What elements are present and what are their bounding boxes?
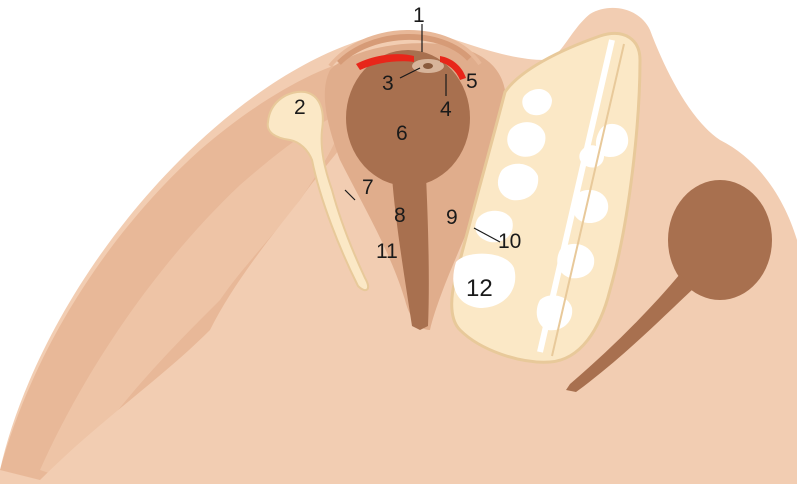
label-3: 3 [382, 72, 394, 95]
label-1: 1 [413, 4, 425, 27]
label-9: 9 [446, 206, 458, 229]
label-2: 2 [294, 96, 306, 119]
pupil [423, 63, 433, 69]
label-5: 5 [466, 70, 478, 93]
label-7: 7 [362, 176, 374, 199]
label-11: 11 [376, 240, 398, 263]
label-10: 10 [498, 230, 521, 253]
label-6: 6 [396, 122, 408, 145]
label-12: 12 [466, 275, 493, 302]
label-8: 8 [394, 204, 406, 227]
label-4: 4 [440, 98, 452, 121]
